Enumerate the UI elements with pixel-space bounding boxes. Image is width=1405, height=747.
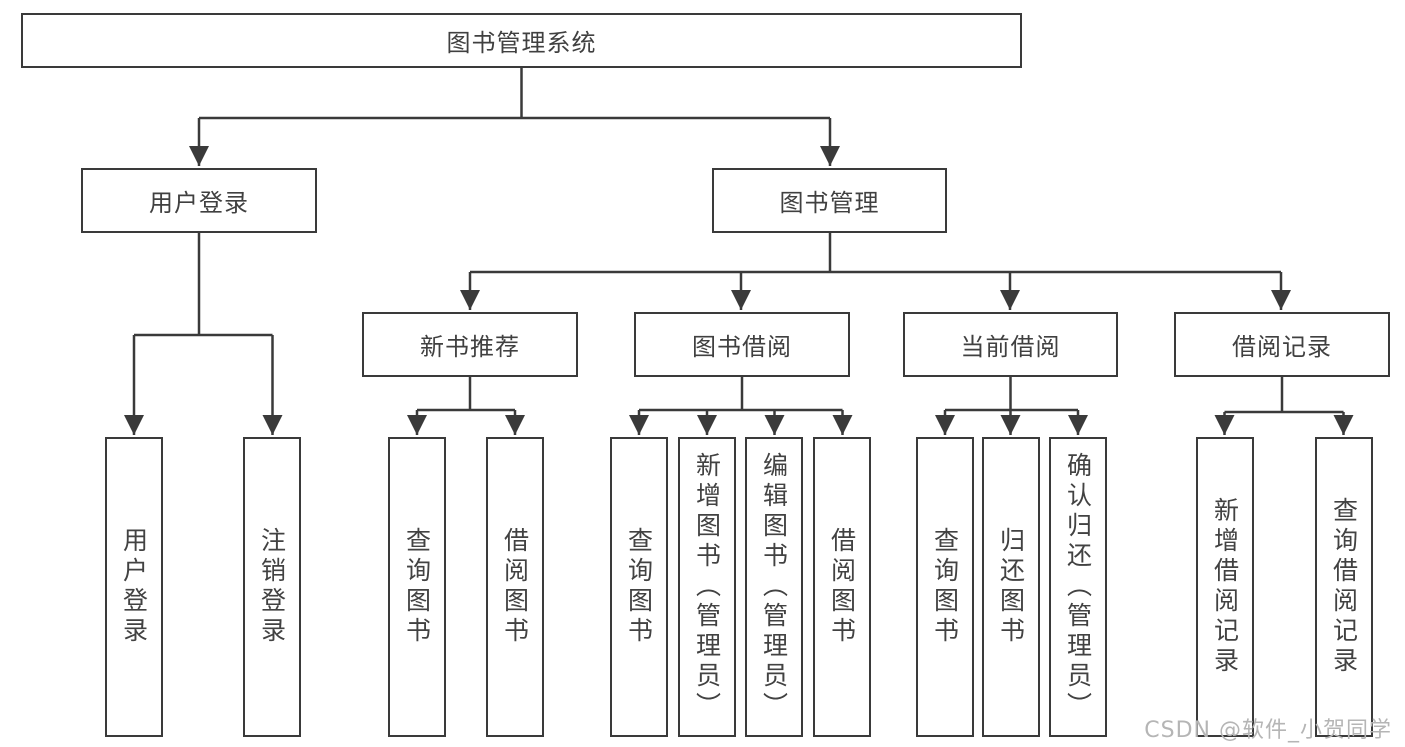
leaf-add-book-admin: 新增图书（管理员）	[678, 437, 736, 737]
node-library-system: 图书管理系统	[21, 13, 1022, 68]
node-library-system-label: 图书管理系统	[446, 29, 597, 57]
leaf-query-books-current-label: 查询图书	[930, 527, 960, 647]
leaf-borrow-books-label: 借阅图书	[827, 527, 857, 647]
leaf-confirm-return-admin-label: 确认归还（管理员）	[1063, 452, 1093, 722]
leaf-query-books-recommend: 查询图书	[388, 437, 446, 737]
leaf-logout-label: 注销登录	[257, 527, 287, 647]
node-current-borrow-label: 当前借阅	[960, 333, 1061, 361]
leaf-query-books-current: 查询图书	[916, 437, 974, 737]
node-book-management: 图书管理	[712, 168, 947, 233]
node-borrow-records-label: 借阅记录	[1232, 333, 1332, 361]
node-book-borrow: 图书借阅	[634, 312, 850, 377]
node-book-borrow-label: 图书借阅	[692, 333, 792, 361]
node-borrow-records: 借阅记录	[1174, 312, 1390, 377]
leaf-add-borrow-record-label: 新增借阅记录	[1210, 497, 1240, 677]
leaf-edit-book-admin: 编辑图书（管理员）	[745, 437, 803, 737]
leaf-query-borrow-record: 查询借阅记录	[1315, 437, 1373, 737]
leaf-borrow-books-recommend: 借阅图书	[486, 437, 544, 737]
leaf-logout: 注销登录	[243, 437, 301, 737]
leaf-return-book: 归还图书	[982, 437, 1040, 737]
leaf-query-books-borrow-label: 查询图书	[624, 527, 654, 647]
leaf-query-borrow-record-label: 查询借阅记录	[1329, 497, 1359, 677]
leaf-borrow-books-recommend-label: 借阅图书	[500, 527, 530, 647]
node-user-login-label: 用户登录	[149, 189, 249, 217]
leaf-add-book-admin-label: 新增图书（管理员）	[692, 452, 722, 722]
node-current-borrow: 当前借阅	[903, 312, 1118, 377]
leaf-add-borrow-record: 新增借阅记录	[1196, 437, 1254, 737]
leaf-return-book-label: 归还图书	[996, 527, 1026, 647]
watermark: CSDN @软件_小贺同学	[1144, 718, 1392, 743]
leaf-user-login: 用户登录	[105, 437, 163, 737]
leaf-user-login-label: 用户登录	[119, 527, 149, 647]
node-new-book-recommend: 新书推荐	[362, 312, 578, 377]
node-book-management-label: 图书管理	[779, 189, 880, 217]
node-new-book-recommend-label: 新书推荐	[420, 333, 520, 361]
node-user-login: 用户登录	[81, 168, 317, 233]
leaf-confirm-return-admin: 确认归还（管理员）	[1049, 437, 1107, 737]
leaf-edit-book-admin-label: 编辑图书（管理员）	[759, 452, 789, 722]
leaf-borrow-books: 借阅图书	[813, 437, 871, 737]
leaf-query-books-borrow: 查询图书	[610, 437, 668, 737]
leaf-query-books-recommend-label: 查询图书	[402, 527, 432, 647]
